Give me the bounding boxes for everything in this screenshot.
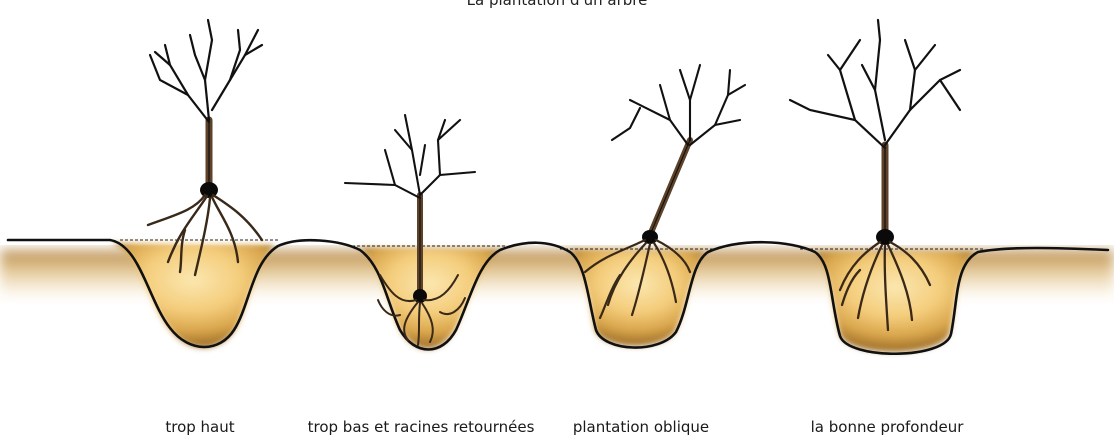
caption-bonne-profondeur: la bonne profondeur — [811, 418, 964, 436]
caption-trop-haut: trop haut — [165, 418, 234, 436]
caption-plantation-oblique: plantation oblique — [573, 418, 709, 436]
tree-too-high — [148, 20, 262, 275]
caption-trop-bas: trop bas et racines retournées — [308, 418, 535, 436]
